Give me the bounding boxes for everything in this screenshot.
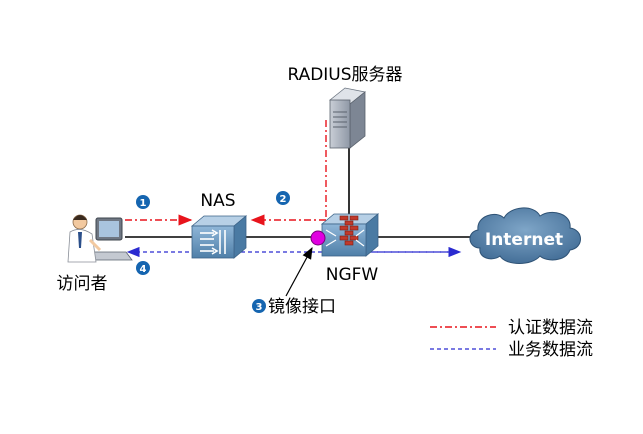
mirror-port-pointer	[285, 246, 313, 297]
legend-auth-label: 认证数据流	[508, 318, 593, 338]
visitor-label: 访问者	[57, 274, 108, 294]
legend: 认证数据流 业务数据流	[430, 318, 593, 360]
internet-label: Internet	[485, 230, 563, 250]
radius-server-label: RADIUS服务器	[287, 65, 402, 85]
physical-links	[125, 148, 478, 238]
legend-service-label: 业务数据流	[508, 340, 593, 360]
svg-text:2: 2	[280, 194, 287, 205]
svg-text:1: 1	[140, 198, 147, 209]
internet-cloud-icon: Internet	[469, 207, 581, 264]
nas-label: NAS	[200, 191, 235, 211]
auth-flow-lines	[125, 120, 327, 226]
ngfw-label: NGFW	[326, 265, 379, 285]
step-badge-4: 4	[136, 261, 150, 275]
step-badge-3: 3	[252, 299, 266, 313]
mirror-port-label: 镜像接口	[268, 297, 336, 317]
svg-text:4: 4	[140, 264, 147, 275]
nas-device-icon	[190, 215, 248, 259]
step-badge-1: 1	[136, 195, 150, 209]
ngfw-firewall-icon	[320, 213, 380, 257]
radius-server-icon	[329, 87, 366, 149]
step-badge-2: 2	[276, 191, 290, 205]
visitor-user-icon	[67, 214, 133, 263]
mirror-port-dot	[310, 230, 326, 246]
svg-text:3: 3	[256, 302, 263, 313]
